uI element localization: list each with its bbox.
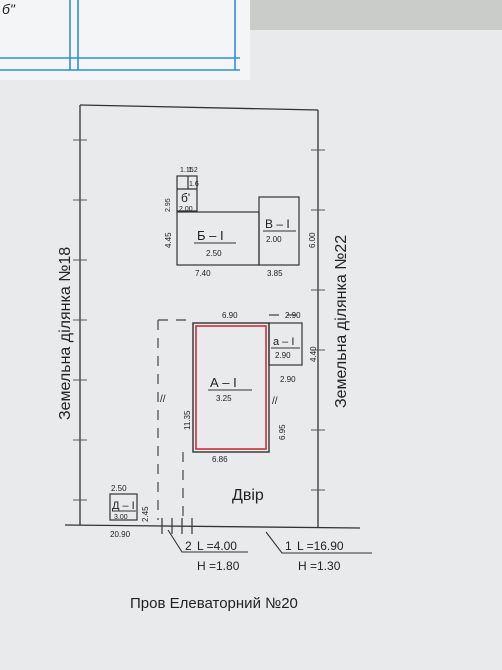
line-1-num: 1 (285, 539, 292, 553)
d-small-height: 3.00 (114, 514, 128, 521)
building-b-small (176, 175, 198, 212)
fence-mark-left: // (160, 394, 166, 405)
b-main-label: Б – І (197, 228, 224, 243)
blue-paper-lines (0, 0, 240, 71)
right-plot-label: Земельна ділянка №22 (333, 235, 350, 408)
fence-mark-right: // (272, 396, 278, 407)
building-v-main (258, 196, 300, 266)
line-2-height: H =1.80 (197, 559, 240, 573)
b-small-side: 2.95 (165, 198, 172, 212)
d-small-top: 2.50 (111, 484, 127, 493)
boundary-ticks (73, 139, 325, 501)
a-ext-label: а – І (273, 336, 294, 348)
fence-lines (157, 314, 302, 520)
d-small-side: 2.45 (141, 506, 150, 522)
b-main-bottom: 7.40 (195, 269, 211, 278)
v-main-height: 2.00 (266, 235, 282, 244)
line-1-height: H =1.30 (298, 559, 341, 573)
street-label: Пров Елеваторний №20 (130, 595, 298, 612)
paper-sheet (0, 30, 502, 670)
a-ext-side: 4.40 (309, 346, 318, 362)
top-note: б" (2, 1, 16, 17)
b-small-letter: б' (181, 191, 190, 205)
v-main-bottom: 3.85 (267, 269, 283, 278)
b-main-height: 2.50 (206, 249, 222, 258)
a-main-top: 6.90 (222, 311, 238, 320)
a-ext-bottom: 2.90 (280, 375, 296, 384)
b-small-dim-3: 1.6 (189, 181, 199, 188)
a-main-bottom: 6.86 (212, 455, 228, 464)
left-plot-label: Земельна ділянка №18 (57, 247, 74, 420)
building-a-main-red-outline (195, 325, 267, 450)
b-small-dim-2: 1.2 (188, 167, 198, 174)
d-small-bottom: 20.90 (110, 530, 131, 539)
overlapping-paper (0, 0, 250, 80)
a-main-label: А – І (210, 375, 237, 390)
line-2-length: L =4.00 (197, 539, 237, 553)
building-a-main (192, 322, 270, 453)
a-main-side: 11.35 (183, 410, 192, 430)
plot-boundary (64, 104, 361, 529)
a-ext-height: 2.90 (275, 351, 291, 360)
leader-lines (167, 529, 372, 554)
building-d-small (109, 493, 138, 521)
v-main-label: В – І (265, 217, 290, 231)
b-small-bottom: 2.00 (179, 206, 193, 213)
v-main-side: 6.00 (308, 232, 317, 248)
line-1-length: L =16.90 (297, 539, 344, 553)
gate-markers (161, 518, 193, 534)
line-2-num: 2 (185, 539, 192, 553)
d-small-label: Д – І (112, 500, 135, 512)
yard-label: Двір (232, 487, 264, 504)
b-small-dim-1: 1.15 (180, 167, 194, 174)
b-main-side: 4.45 (164, 232, 173, 248)
a-main-height: 3.25 (216, 394, 232, 403)
a-main-right-side: 6.95 (278, 424, 287, 440)
building-a-extension (268, 322, 303, 366)
